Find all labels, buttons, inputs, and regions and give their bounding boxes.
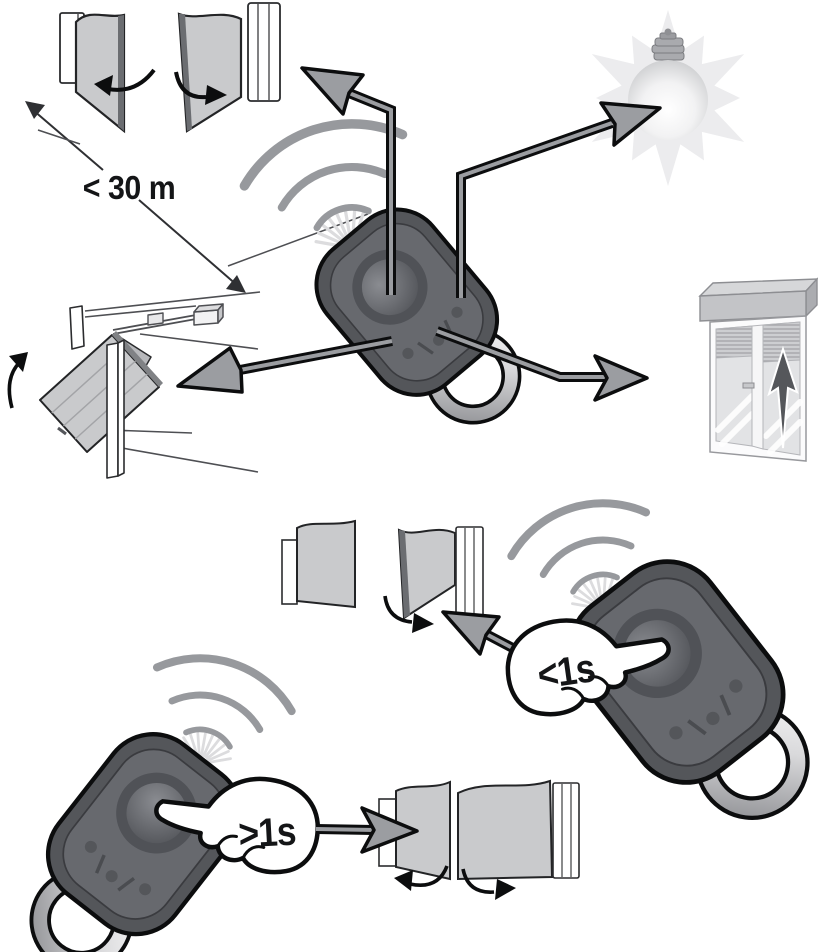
shutter-slats — [715, 325, 753, 359]
arrow-to-shutters — [315, 806, 419, 854]
range-label: < 30 m — [83, 169, 176, 206]
bulb-glass — [628, 60, 708, 140]
swing-shutter-icon — [383, 526, 484, 633]
arrow-to-garage-door — [176, 336, 393, 394]
garage-door-icon — [7, 291, 261, 479]
dimension-arrow-icon — [25, 101, 369, 293]
shutter-panel — [397, 528, 456, 620]
scene-long-press: >1s — [0, 658, 580, 952]
arrow-to-light — [456, 101, 662, 298]
rotation-arrow-icon — [383, 595, 413, 624]
scene-short-press: <1s — [281, 503, 818, 851]
long-press-label: >1s — [237, 808, 296, 856]
shutter-panel — [395, 780, 451, 881]
rotation-arrow-icon — [174, 71, 207, 100]
rotation-arrow-icon — [461, 868, 495, 894]
shutter-panel — [296, 519, 356, 609]
window-handle — [742, 382, 755, 389]
arrow-to-window-shutter — [435, 326, 649, 402]
rotation-arrow-icon — [107, 68, 156, 92]
arrow-to-swing-shutters — [300, 66, 396, 295]
shutter-panel — [177, 12, 243, 133]
swing-shutter-icon — [281, 519, 356, 609]
scene-range: < 30 m — [7, 2, 818, 479]
rotation-arrow-icon — [409, 865, 449, 887]
swing-shutters-icon — [59, 2, 281, 134]
roller-shutter-window-icon — [698, 277, 818, 462]
light-bulb-icon — [591, 10, 745, 186]
short-press-label: <1s — [535, 645, 598, 697]
shutter-panel — [457, 779, 554, 881]
shutter-up-arrow — [767, 345, 799, 449]
shutter-post — [247, 2, 281, 102]
swing-shutter-icon — [457, 779, 580, 900]
